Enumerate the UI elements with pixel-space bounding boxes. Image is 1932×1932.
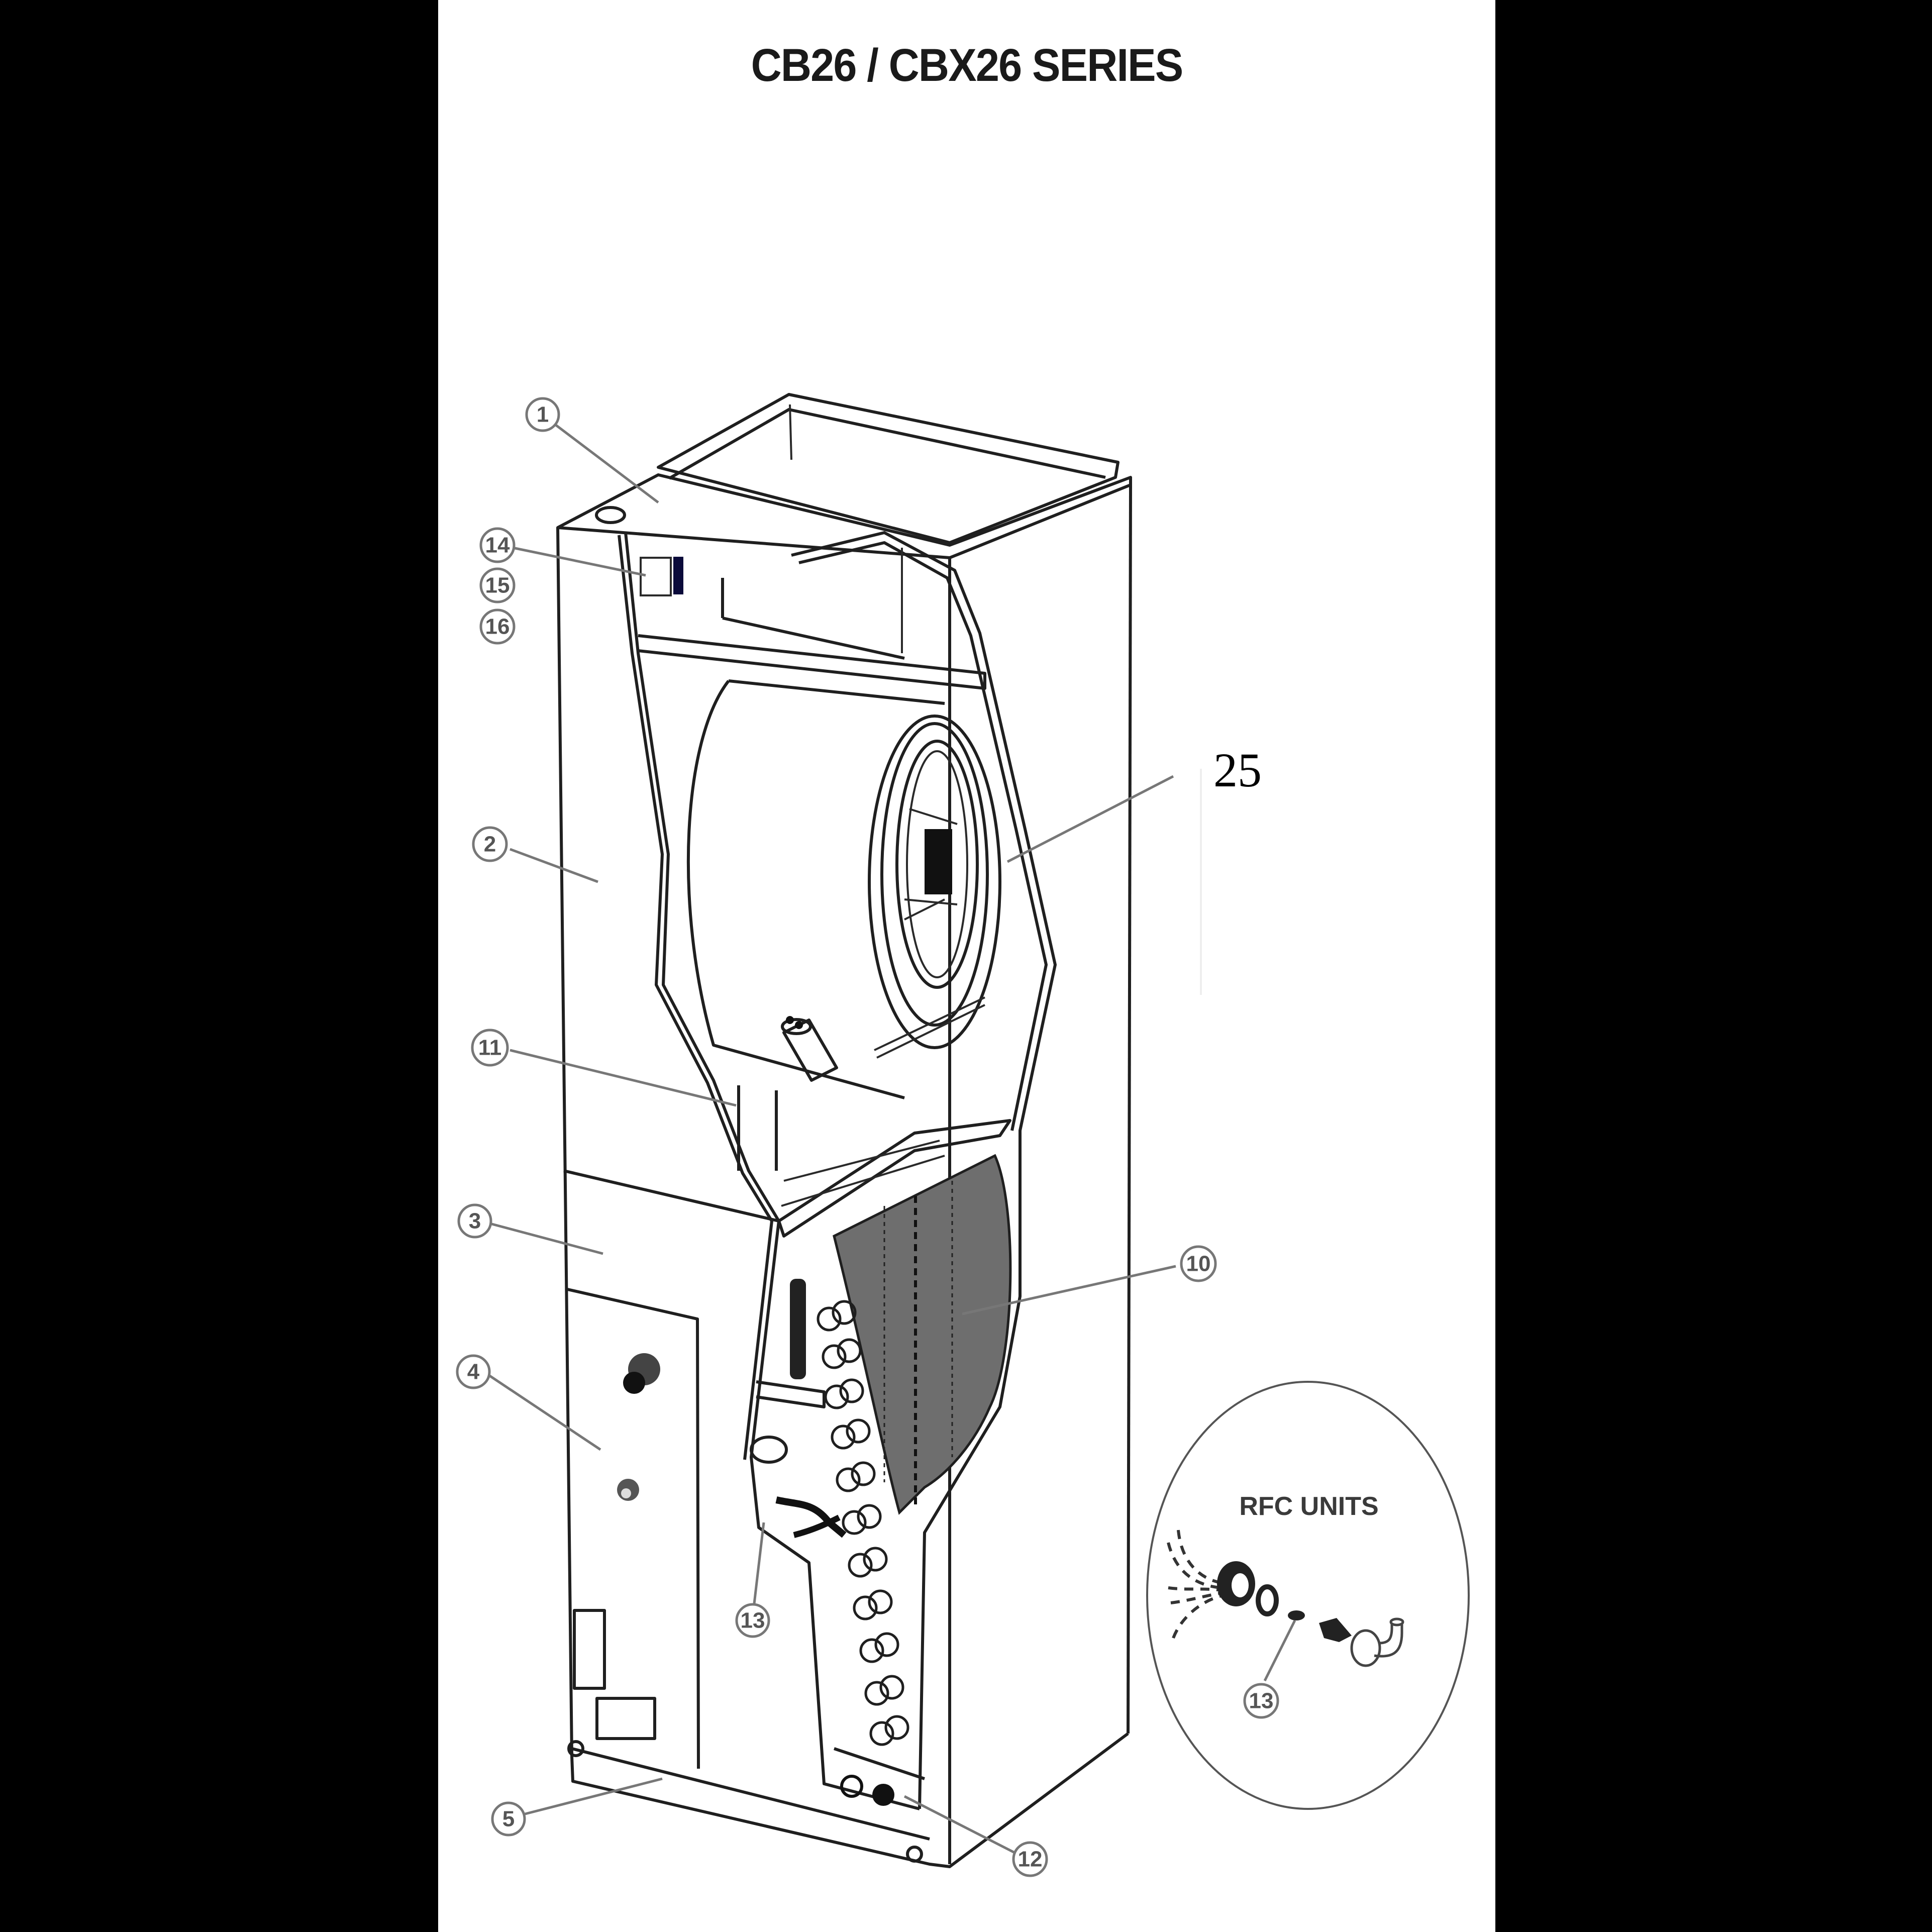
control-box xyxy=(640,557,683,596)
label-25: 25 xyxy=(1213,743,1262,797)
rfc-o-ring xyxy=(1256,1584,1279,1616)
drain-ports xyxy=(834,1747,925,1806)
run-capacitor xyxy=(781,1016,838,1082)
rfc-strainer xyxy=(1319,1618,1352,1642)
access-plate-1 xyxy=(573,1609,606,1690)
rfc-inset-circle xyxy=(1146,1381,1470,1810)
callout-10[interactable]: 10 xyxy=(1180,1245,1217,1282)
top-grommet xyxy=(595,506,626,524)
svg-text:1: 1 xyxy=(537,402,549,427)
top-flange xyxy=(657,393,1120,544)
svg-text:13: 13 xyxy=(1249,1689,1274,1713)
drain-port-primary xyxy=(840,1775,863,1798)
callout-14[interactable]: 14 xyxy=(479,527,516,563)
base-screw-right xyxy=(906,1846,923,1863)
callout-13[interactable]: 13 xyxy=(735,1603,770,1638)
diagram-panel: CB26 / CBX26 SERIES xyxy=(438,0,1495,1932)
rfc-inset-title: RFC UNITS xyxy=(1239,1492,1378,1521)
blower-assembly xyxy=(686,679,1001,1099)
callout-5[interactable]: 5 xyxy=(491,1801,526,1837)
callout-11[interactable]: 11 xyxy=(471,1029,509,1067)
diagram-title: CB26 / CBX26 SERIES xyxy=(751,40,1184,91)
access-plate-2 xyxy=(595,1697,656,1740)
blower-housing xyxy=(686,680,905,1099)
base-screw-left xyxy=(567,1740,584,1757)
control-box-accent xyxy=(673,557,683,594)
rfc-callout-13[interactable]: 13 xyxy=(1243,1683,1279,1719)
cutaway-frame xyxy=(618,531,1057,1810)
svg-text:16: 16 xyxy=(485,615,510,639)
knockout-lower xyxy=(617,1479,639,1501)
svg-text:2: 2 xyxy=(484,832,496,857)
blower-scroll-outer xyxy=(868,715,1001,1049)
callout-12[interactable]: 12 xyxy=(1012,1841,1048,1877)
callout-16[interactable]: 16 xyxy=(479,608,516,645)
callout-1[interactable]: 1 xyxy=(525,397,560,432)
callout-15[interactable]: 15 xyxy=(479,567,516,603)
svg-text:5: 5 xyxy=(502,1807,515,1832)
svg-text:3: 3 xyxy=(469,1209,481,1234)
svg-text:11: 11 xyxy=(478,1036,502,1060)
callout-4[interactable]: 4 xyxy=(456,1354,491,1389)
svg-text:15: 15 xyxy=(485,573,510,598)
lower-panels xyxy=(563,1169,779,1769)
evaporator-coil xyxy=(750,1154,1012,1746)
rfc-piston xyxy=(1288,1610,1305,1620)
rfc-inset: RFC UNITS 13 xyxy=(1146,1381,1470,1810)
svg-text:14: 14 xyxy=(485,533,510,558)
callout-3[interactable]: 3 xyxy=(457,1203,492,1239)
drain-port-secondary xyxy=(872,1784,894,1806)
blower-motor xyxy=(925,829,952,894)
blower-wheel xyxy=(895,740,979,989)
distributor xyxy=(750,1436,788,1464)
rfc-elbow xyxy=(1350,1617,1404,1667)
knockout-upper xyxy=(623,1353,660,1394)
leader-lines xyxy=(486,424,1176,1856)
cabinet xyxy=(556,393,1132,1868)
svg-text:4: 4 xyxy=(467,1360,480,1384)
coil-header xyxy=(790,1279,806,1379)
coil-fins xyxy=(833,1154,1012,1515)
callout-2[interactable]: 2 xyxy=(472,826,508,862)
coil-return-bends xyxy=(817,1300,909,1746)
svg-text:13: 13 xyxy=(741,1608,765,1633)
svg-text:12: 12 xyxy=(1018,1847,1043,1872)
svg-text:10: 10 xyxy=(1186,1252,1211,1276)
